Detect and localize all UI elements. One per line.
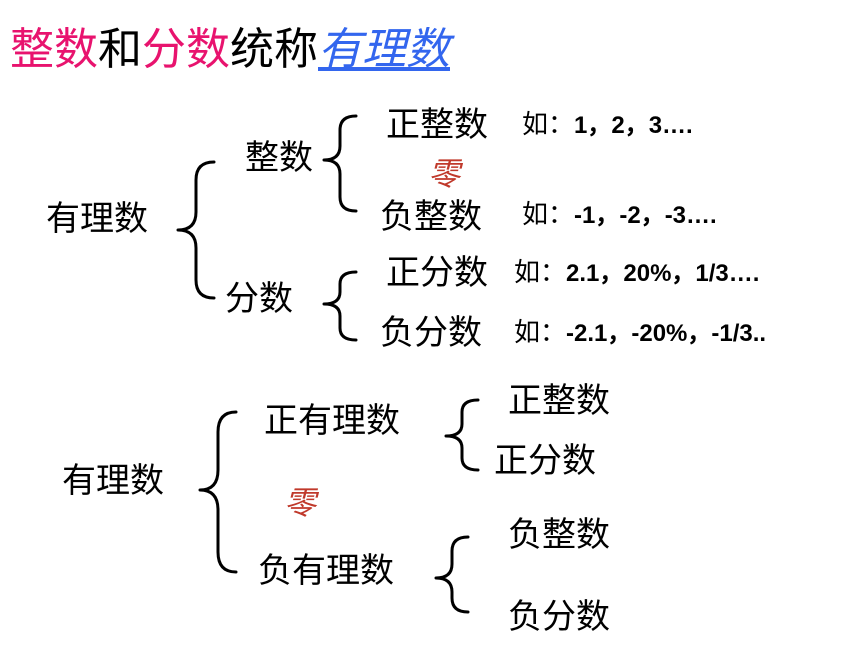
- d1-positive-integer-example: 如：1，2，3….: [522, 112, 693, 138]
- d2-negative-fraction-label: 负分数: [508, 597, 610, 637]
- d1-example-values: -1，-2，-3….: [574, 202, 717, 229]
- d1-negative-fraction-example: 如：-2.1，-20%，-1/3..: [514, 320, 766, 346]
- brace-d2-negative: [434, 535, 470, 614]
- d1-example-prefix: 如：: [522, 110, 575, 140]
- title-rational-link[interactable]: 有理数: [318, 24, 450, 75]
- d2-root-label: 有理数: [62, 461, 164, 501]
- d2-negative-integer-label: 负整数: [508, 515, 610, 555]
- brace-d2-root: [198, 410, 238, 574]
- d1-example-values: 2.1，20%，1/3….: [566, 260, 760, 287]
- d1-negative-integer-label: 负整数: [380, 197, 482, 237]
- title-integer: 整数: [10, 24, 98, 75]
- d2-positive-rational-label: 正有理数: [264, 401, 400, 441]
- d1-root-label: 有理数: [46, 199, 148, 239]
- d1-negative-fraction-label: 负分数: [380, 313, 482, 353]
- d1-example-values: -2.1，-20%，-1/3..: [566, 320, 767, 347]
- d2-zero-label: 零: [284, 484, 317, 522]
- d1-positive-fraction-example: 如：2.1，20%，1/3….: [514, 260, 759, 286]
- title-collectively: 统称: [230, 24, 318, 75]
- d2-positive-integer-label: 正整数: [508, 381, 610, 421]
- d1-example-prefix: 如：: [514, 318, 567, 348]
- d1-negative-integer-example: 如：-1，-2，-3….: [522, 202, 717, 228]
- d1-positive-integer-label: 正整数: [386, 105, 488, 145]
- brace-d1-root: [176, 160, 216, 300]
- d1-positive-fraction-label: 正分数: [386, 253, 488, 293]
- d1-example-prefix: 如：: [514, 258, 567, 288]
- brace-d2-positive: [444, 398, 480, 472]
- brace-d1-integer: [322, 114, 358, 213]
- title-and: 和: [98, 24, 142, 75]
- d1-fraction-label: 分数: [225, 279, 293, 319]
- d1-zero-label: 零: [428, 155, 461, 193]
- page-title: 整数和分数统称有理数: [10, 28, 450, 72]
- d1-example-prefix: 如：: [522, 200, 575, 230]
- brace-d1-fraction: [322, 270, 358, 342]
- d1-integer-label: 整数: [245, 138, 313, 178]
- d2-negative-rational-label: 负有理数: [258, 551, 394, 591]
- d2-positive-fraction-label: 正分数: [494, 441, 596, 481]
- d1-example-values: 1，2，3….: [574, 112, 693, 139]
- title-fraction: 分数: [142, 24, 230, 75]
